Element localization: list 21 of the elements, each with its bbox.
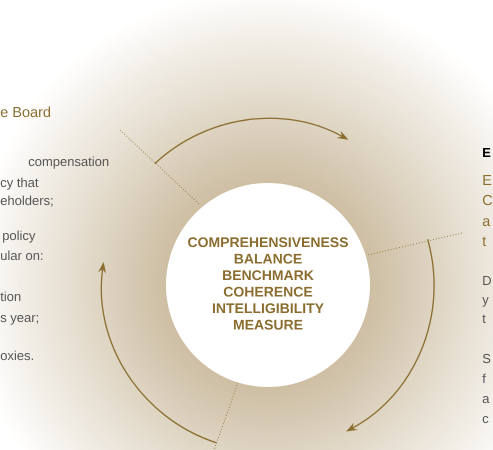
body-text: a [482, 396, 490, 404]
body-text: oxies. [0, 350, 33, 360]
heading-text: E [483, 175, 492, 185]
body-text: S [482, 354, 490, 364]
heading-text: e Board [0, 106, 50, 118]
body-text: s year; [0, 314, 38, 325]
heading-text: E [483, 148, 490, 157]
body-text: eholders; [0, 196, 52, 207]
heading-text: C [482, 194, 492, 206]
body-text: y [482, 297, 489, 307]
heading-text: t [482, 236, 486, 246]
body-text: f [482, 374, 486, 383]
body-text: t [482, 314, 486, 324]
body-text: c [482, 416, 488, 424]
body-text: cy that [0, 178, 38, 190]
body-text: policy [3, 230, 36, 243]
body-text: compensation [28, 156, 108, 169]
heading-text: a [482, 218, 490, 226]
body-text: D [483, 276, 491, 285]
body-text: ular on: [1, 250, 42, 260]
body-text: tion [0, 292, 20, 302]
